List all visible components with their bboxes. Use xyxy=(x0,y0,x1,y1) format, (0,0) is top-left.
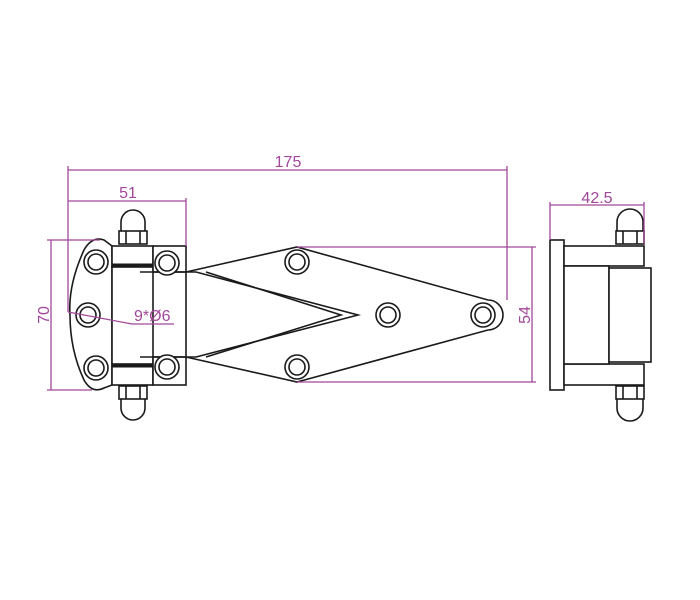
hole xyxy=(284,354,310,380)
barrel-body xyxy=(111,266,154,365)
side-view xyxy=(549,208,652,422)
dimension-51: 51 xyxy=(68,185,187,246)
hole xyxy=(154,250,180,276)
side-flange xyxy=(549,239,565,391)
side-bolt-bottom xyxy=(615,385,645,422)
hinge-wing xyxy=(185,246,504,383)
dimension-175: 175 xyxy=(67,154,508,312)
mounting-holes xyxy=(75,249,496,381)
hole xyxy=(83,249,109,275)
front-view xyxy=(68,209,504,421)
dimension-42-5: 42.5 xyxy=(549,190,645,244)
hole xyxy=(83,355,109,381)
hole-callout-label: 9*Ø6 xyxy=(134,308,171,325)
bolt-bottom xyxy=(118,385,148,421)
dimension-label: 54 xyxy=(517,306,534,324)
hole xyxy=(284,249,310,275)
hole-callout: 9*Ø6 xyxy=(67,308,174,325)
hole xyxy=(470,302,496,328)
dimension-70: 70 xyxy=(36,239,100,391)
dimension-label: 42.5 xyxy=(581,190,612,207)
dimension-label: 175 xyxy=(275,154,302,171)
hole xyxy=(375,302,401,328)
bolt-top xyxy=(118,209,148,245)
dimension-54: 54 xyxy=(297,246,536,383)
dimension-label: 51 xyxy=(119,185,137,202)
side-barrel xyxy=(608,267,652,363)
side-bolt-top xyxy=(615,208,645,245)
hole xyxy=(154,354,180,380)
hole xyxy=(75,302,101,328)
dimension-label: 70 xyxy=(36,306,53,324)
